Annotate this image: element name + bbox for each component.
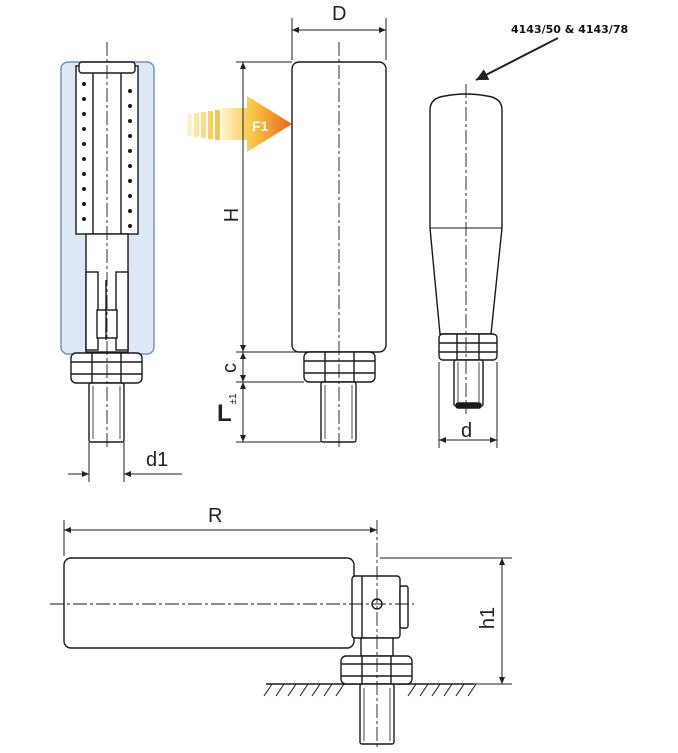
dimension-d1 xyxy=(68,442,182,482)
hex-nut xyxy=(438,333,498,361)
model-code-pointer xyxy=(475,37,559,81)
label-d: d xyxy=(461,420,472,442)
knob-body-horizontal xyxy=(63,557,355,649)
threaded-stud xyxy=(320,381,357,443)
label-d1: d1 xyxy=(146,449,168,471)
dimension-H-c-L xyxy=(236,61,321,443)
label-h1: h1 xyxy=(477,607,499,629)
dimension-h1 xyxy=(380,557,512,685)
label-R: R xyxy=(208,505,222,527)
tapered-knob-view xyxy=(429,93,503,409)
label-f1: F1 xyxy=(252,118,269,134)
top-view xyxy=(63,557,477,745)
force-arrow xyxy=(187,96,292,152)
label-L: L xyxy=(217,400,232,427)
dimension-R xyxy=(63,520,377,556)
dimension-D xyxy=(291,18,387,60)
model-code-label: 4143/50 & 4143/78 xyxy=(511,23,628,36)
spring-coils xyxy=(82,82,132,228)
dimension-d xyxy=(438,362,498,448)
hex-nut xyxy=(340,655,413,685)
label-H: H xyxy=(221,208,243,222)
label-D: D xyxy=(332,3,346,25)
threaded-stud xyxy=(88,382,125,443)
hex-nut xyxy=(303,351,376,383)
label-tolerance: ±1 xyxy=(228,393,239,404)
hex-nut xyxy=(70,352,143,384)
section-view xyxy=(60,42,155,450)
tapered-knob-body xyxy=(429,93,503,335)
label-c: c xyxy=(219,363,241,373)
